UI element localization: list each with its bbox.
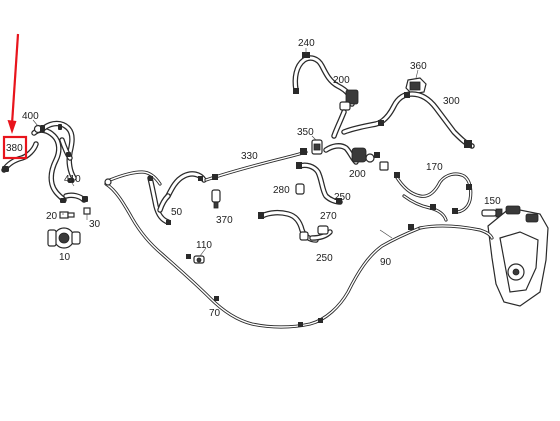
clip-110 [193,255,205,264]
bracket-360 [405,77,427,95]
callout-330: 330 [241,151,258,162]
callout-360: 360 [410,61,427,72]
callout-250: 250 [334,192,351,203]
line-330 [204,148,308,182]
callout-300: 300 [443,96,460,107]
hose-170 [394,172,473,222]
callout-150: 150 [484,196,501,207]
clip-280 [295,183,305,195]
hose-300 [341,91,475,149]
callout-250: 250 [316,253,333,264]
callout-170: 170 [426,162,443,173]
valve-200 [323,143,389,171]
callout-110: 110 [196,240,212,251]
callout-30: 30 [89,219,101,230]
callout-70: 70 [209,308,221,319]
callout-400: 400 [22,111,39,122]
hose-240-200 [292,52,359,139]
callout-370: 370 [216,215,233,226]
callout-280: 280 [273,185,290,196]
leader-lines [32,48,419,257]
reservoir-tank [408,205,549,307]
callout-380: 380 [6,143,23,154]
callout-10: 10 [59,252,71,263]
hose-50 [147,171,207,225]
valve-350 [311,139,323,155]
callout-200: 200 [349,169,366,180]
left-hose-assembly [1,120,91,249]
fitting-150 [481,208,503,218]
callout-350: 350 [297,127,314,138]
callout-labels: 240 200 360 300 400 380 350 330 200 170 … [6,38,501,319]
callout-90: 90 [380,257,392,268]
callout-20: 20 [46,211,58,222]
hose-250-upper [296,162,343,205]
callout-270: 270 [320,211,337,222]
callout-410: 410 [64,174,81,185]
hose-250-lower [258,209,333,243]
line-70 [104,170,422,329]
fitting-370 [211,189,221,209]
callout-50: 50 [171,207,183,218]
callout-200: 200 [333,75,350,86]
highlight-380 [2,33,28,160]
callout-240: 240 [298,38,315,49]
